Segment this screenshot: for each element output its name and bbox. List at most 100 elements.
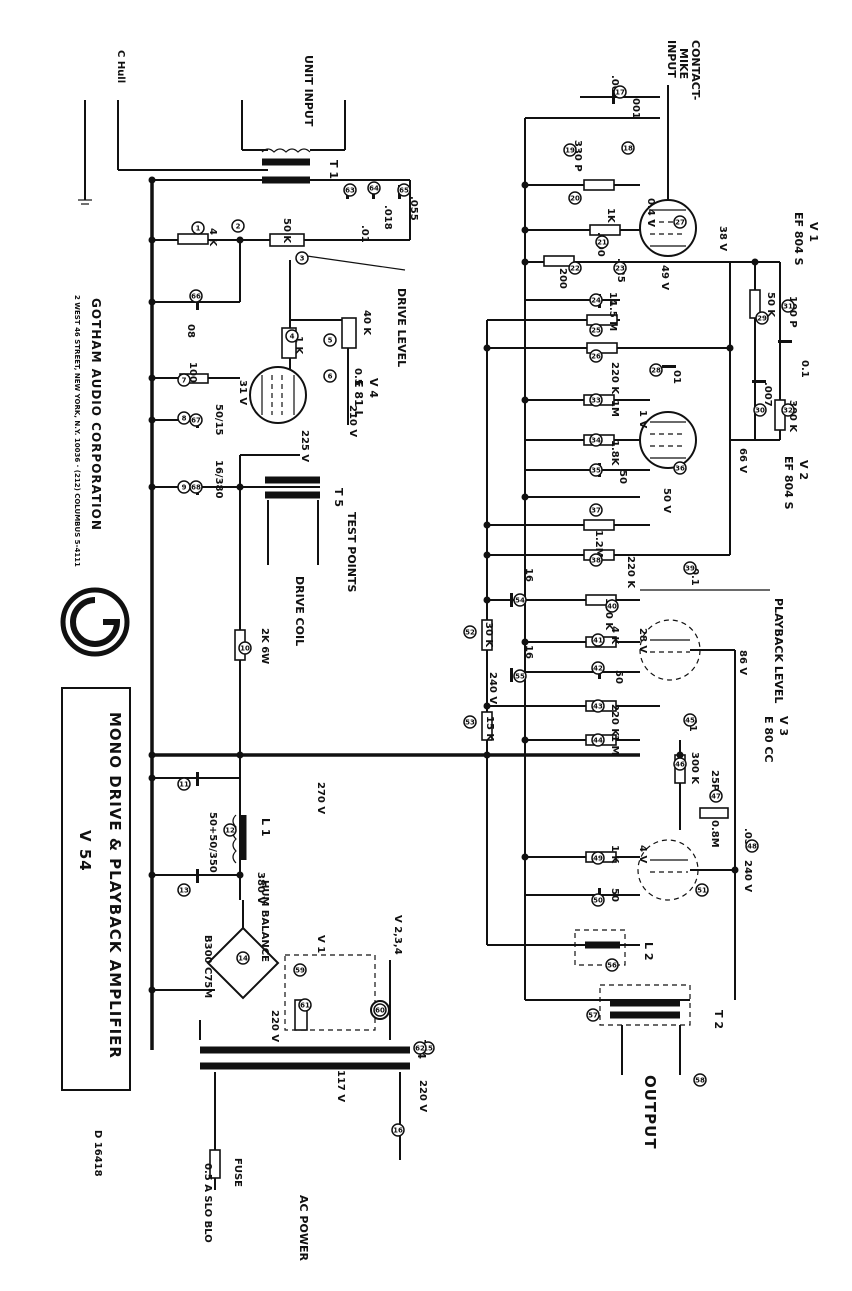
ac-power-label: AC POWER [297, 1195, 310, 1261]
playback-level-label: PLAYBACK LEVEL [772, 598, 785, 703]
c-hull-label: C Hull [115, 50, 126, 83]
tube-v1-label: V 1 [807, 222, 820, 242]
component-tag-55: 55 [515, 673, 525, 681]
component-tag-68: 68 [191, 484, 201, 492]
components-v4-0: 50 K [281, 218, 292, 244]
hum-balance-label: HUM BALANCE [259, 880, 270, 962]
l2-label: L 2 [642, 942, 655, 961]
company-address: 2 WEST 46 STREET, NEW YORK, N.Y. 10036 ·… [73, 295, 81, 567]
component-tag-29: 29 [757, 315, 767, 323]
component-tag-59: 59 [295, 967, 305, 975]
component-tag-circle [189, 289, 203, 303]
component-tag-circle [709, 789, 723, 803]
component-tag-62: 62 [415, 1045, 425, 1053]
component-tag-30: 30 [755, 407, 765, 415]
component-tag-circle [189, 480, 203, 494]
output-transformer-t2 [599, 984, 691, 1075]
components-v1-10: 50 K [765, 292, 776, 318]
components-v4-7: .018 [382, 205, 393, 230]
components-v3-9: .05 [742, 828, 753, 846]
test-points-label: TEST POINTS [345, 512, 358, 592]
components-v3-16: 240 V [487, 672, 498, 704]
component-tag-16: 16 [393, 1127, 403, 1135]
components-v4-6: 4 K [207, 228, 218, 247]
power-supply-1: 380 V [255, 872, 266, 904]
mains-220: 220 V [417, 1080, 428, 1112]
component-tag-circle [781, 403, 795, 417]
t1-label: T 1 [327, 160, 340, 179]
component-tag-circle [591, 733, 605, 747]
components-v4-11: 16/380 [213, 460, 224, 498]
components-v3-19: 4 V [637, 845, 648, 863]
components-v4-8: .055 [408, 196, 419, 221]
component-tag-23: 23 [615, 265, 625, 273]
component-tag-circle [673, 461, 687, 475]
component-tag-circle [589, 553, 603, 567]
component-tag-circle [323, 369, 337, 383]
components-v4-15: 31 V [237, 380, 248, 405]
components-v1-16: 38 V [717, 226, 728, 251]
components-v2-1: 1M [609, 400, 620, 417]
gotham-logo [60, 587, 130, 657]
components-v2-5: 1.2M [593, 530, 604, 558]
component-tag-circle [293, 963, 307, 977]
components-v3-2: 50 [613, 670, 624, 684]
component-tag-15: 15 [423, 1045, 433, 1053]
components-v3-15: 15 K [484, 716, 495, 742]
components-v1-7: 1.5 M [607, 300, 618, 331]
component-tag-circle [621, 141, 635, 155]
component-tag-circle [589, 503, 603, 517]
components-v1-0: 330 P [572, 140, 583, 172]
components-v3-18: 86 V [737, 650, 748, 675]
component-tag-circle [463, 715, 477, 729]
component-tag-circle [605, 958, 619, 972]
component-tag-circle [413, 1041, 427, 1055]
component-tag-circle [673, 215, 687, 229]
component-tag-circle [367, 181, 381, 195]
component-tag-35: 35 [591, 467, 601, 475]
components-v3-11: 50 [609, 888, 620, 902]
component-tag-9: 9 [182, 484, 187, 492]
components-v1-13: .007 [762, 382, 773, 407]
components-v3-7: 25P [709, 770, 720, 791]
component-tag-circle [589, 293, 603, 307]
component-tag-circle [298, 998, 312, 1012]
contact-mike-input-1: MIKE [677, 48, 690, 79]
component-tag-27: 27 [675, 219, 685, 227]
component-tag-circle [755, 311, 769, 325]
components-v2-7: 0.1 [689, 568, 700, 586]
components-v4-10: 50/15 [213, 404, 224, 436]
component-tag-33: 33 [591, 397, 601, 405]
components-v3-5: 1 M [609, 735, 620, 755]
tube-v3-label: V 3 [777, 716, 790, 736]
power-transformer-t4 [199, 960, 410, 1070]
component-tag-3: 3 [300, 255, 305, 263]
component-tag-4: 4 [290, 333, 295, 341]
component-tag-7: 7 [182, 377, 187, 385]
component-tag-60: 60 [375, 1007, 385, 1015]
component-tag-10: 10 [240, 645, 250, 653]
title-line1: MONO DRIVE & PLAYBACK AMPLIFIER [106, 712, 124, 1059]
component-tag-circle [231, 219, 245, 233]
component-tag-43: 43 [593, 703, 603, 711]
component-tag-67: 67 [191, 417, 201, 425]
component-tag-circle [586, 1008, 600, 1022]
choke-l2 [574, 929, 626, 966]
component-tag-circle [683, 713, 697, 727]
components-v4-14: 210 V [347, 405, 358, 437]
components-v1-3: 1K [605, 208, 616, 224]
component-tag-circle [177, 883, 191, 897]
component-tag-25: 25 [591, 327, 601, 335]
components-v3-10: 1 K [609, 845, 620, 864]
component-tag-circle [191, 221, 205, 235]
bridge-rectifier [152, 900, 280, 1000]
components-v4-2: 1 K [293, 336, 304, 355]
company-name: GOTHAM AUDIO CORPORATION [89, 298, 103, 531]
components-v3-20: 240 V [742, 860, 753, 892]
component-tag-14: 14 [238, 955, 248, 963]
component-tag-56: 56 [607, 962, 617, 970]
component-tag-19: 19 [565, 147, 575, 155]
power-supply-0: 50+50/350 [207, 812, 218, 873]
